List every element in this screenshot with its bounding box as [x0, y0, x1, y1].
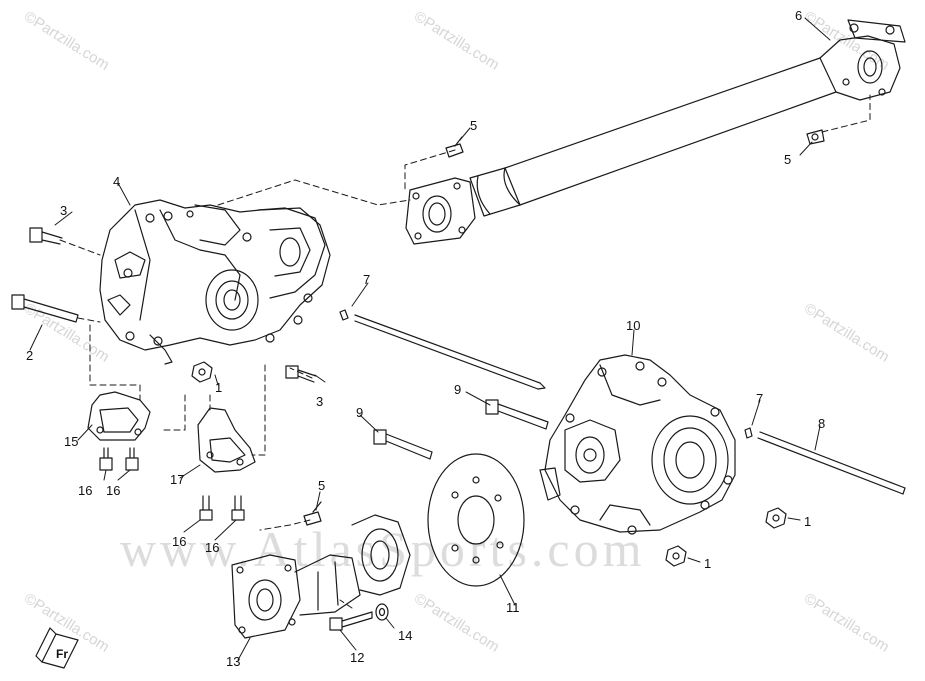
callout-5: 5: [784, 152, 791, 167]
callout-12: 12: [350, 650, 364, 665]
callout-17: 17: [170, 472, 184, 487]
front-gear-case: [99, 199, 331, 365]
bolt-16-a: [99, 447, 113, 471]
callout-numbers: 3 2 4 5 6 5 7 3 1 10 9 9 7 8 1 1 11 5 14…: [26, 8, 825, 669]
callout-16: 16: [205, 540, 219, 555]
bolt-9-lower: [373, 429, 433, 460]
callout-2: 2: [26, 348, 33, 363]
brake-disc: [427, 453, 525, 587]
callout-1: 1: [804, 514, 811, 529]
callout-13: 13: [226, 654, 240, 669]
callout-9: 9: [454, 382, 461, 397]
atlas-sports-watermark: www.AtlasSports.com: [120, 521, 646, 577]
bolt-5-right: [806, 129, 825, 145]
callout-4: 4: [113, 174, 120, 189]
callout-15: 15: [64, 434, 78, 449]
callout-8: 8: [818, 416, 825, 431]
callout-3: 3: [316, 394, 323, 409]
callout-3: 3: [60, 203, 67, 218]
bracket-15: [87, 391, 151, 441]
nut-1-rear-upper: [765, 507, 787, 529]
callout-1: 1: [215, 380, 222, 395]
callout-10: 10: [626, 318, 640, 333]
nut-1-front: [191, 361, 213, 383]
rear-drive-joint: [231, 514, 411, 639]
orientation-label: Fr: [56, 647, 68, 661]
bolt-3-left: [29, 227, 63, 245]
nut-1-rear-lower: [665, 545, 687, 567]
bolt-9-upper: [485, 399, 549, 430]
bolt-16-d: [231, 495, 245, 521]
callout-5: 5: [318, 478, 325, 493]
callout-7: 7: [756, 391, 763, 406]
bolt-2-long: [11, 294, 79, 323]
callout-6: 6: [795, 8, 802, 23]
callout-16: 16: [106, 483, 120, 498]
front-axle-7: [339, 309, 546, 390]
callout-14: 14: [398, 628, 412, 643]
front-direction-arrow: Fr: [35, 627, 79, 669]
callout-5: 5: [470, 118, 477, 133]
callout-1: 1: [704, 556, 711, 571]
callout-9: 9: [356, 405, 363, 420]
bolt-12: [329, 611, 373, 631]
bolt-16-b: [125, 447, 139, 471]
bolt-5-lower: [303, 501, 322, 526]
callout-7: 7: [363, 272, 370, 287]
washer-14: [375, 603, 389, 621]
callout-11: 11: [506, 600, 520, 615]
bolt-16-c: [199, 495, 213, 521]
callout-leaders: [29, 17, 831, 661]
propeller-shaft: [405, 19, 906, 245]
rear-gear-case: [539, 354, 736, 535]
bracket-17: [197, 407, 256, 473]
callout-16: 16: [172, 534, 186, 549]
rear-axle-8: [744, 427, 906, 495]
assembly-leader-lines: [59, 94, 871, 609]
callout-16: 16: [78, 483, 92, 498]
